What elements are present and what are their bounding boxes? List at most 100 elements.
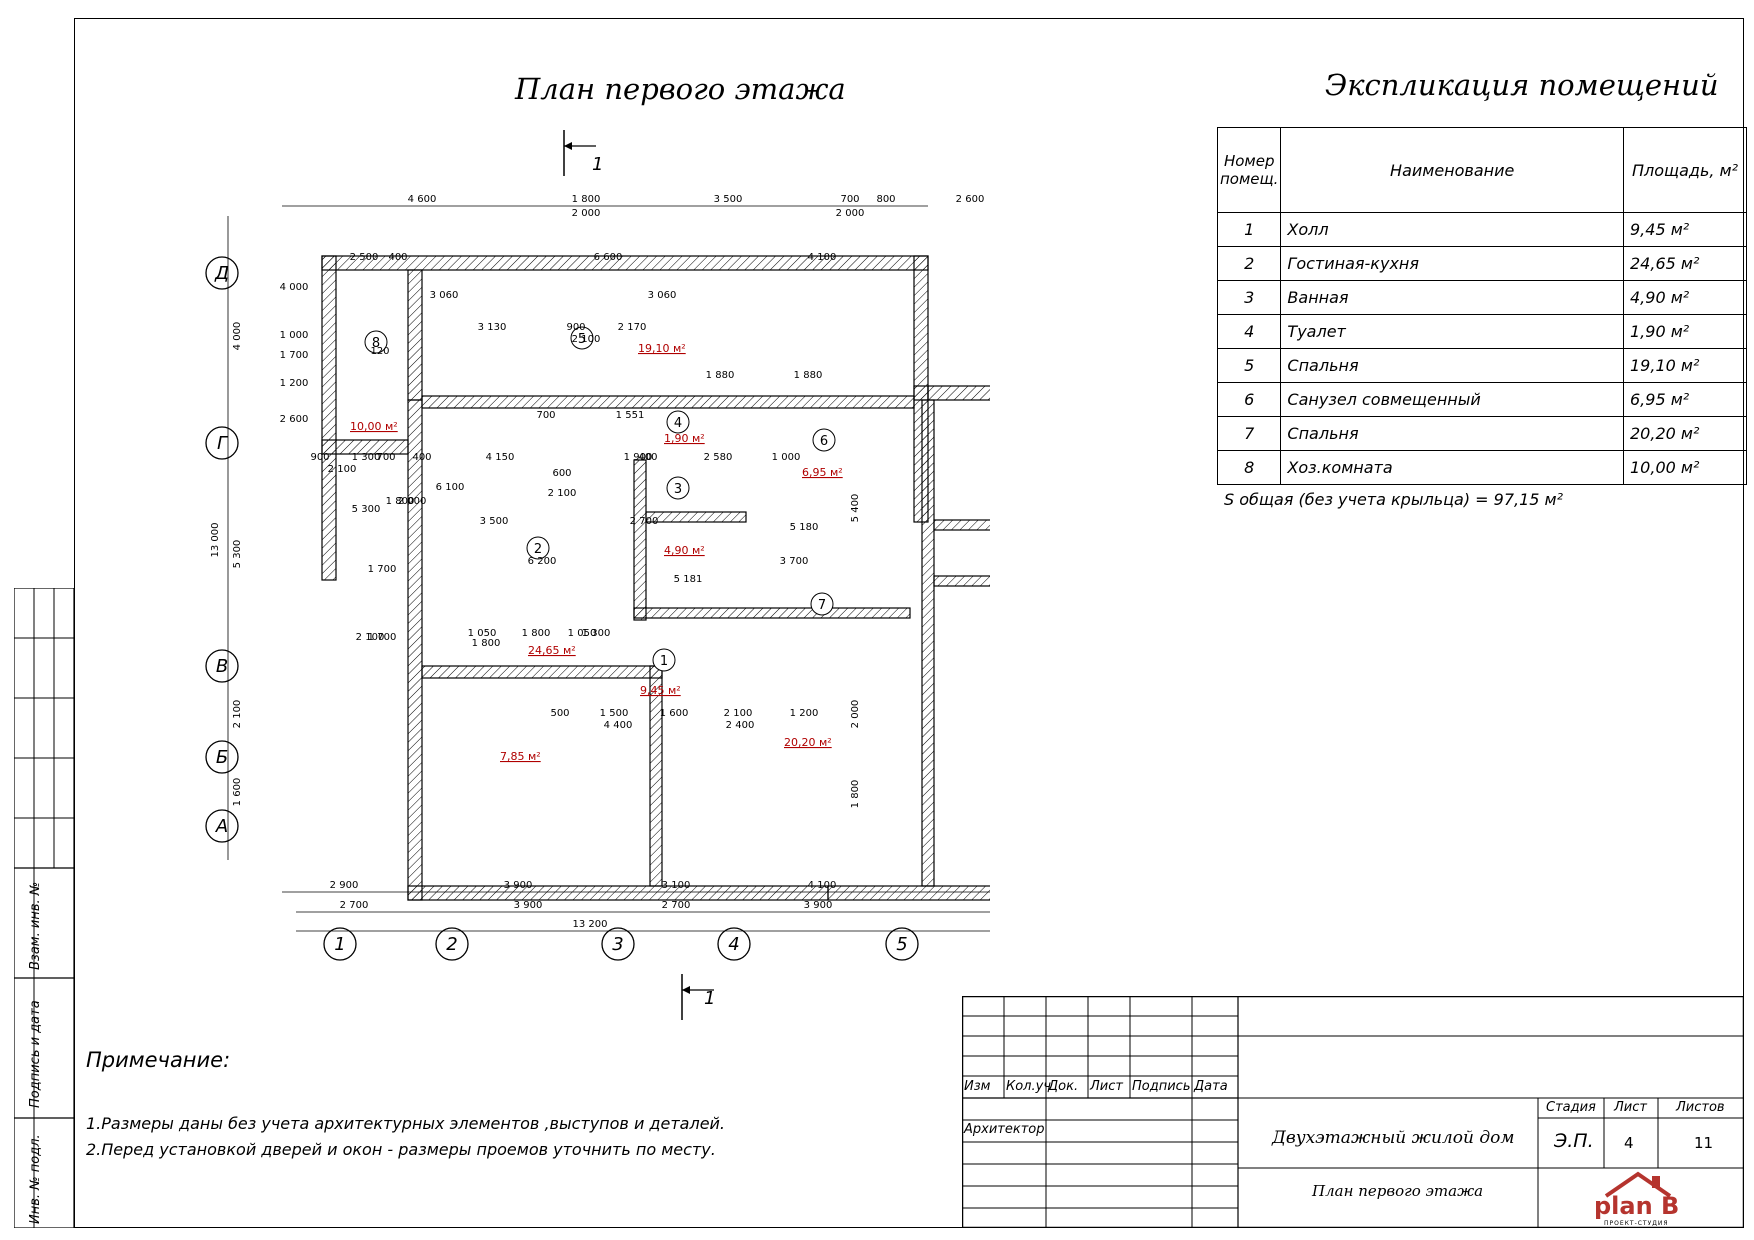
side-label-replace: Взам. инв. № <box>28 881 43 970</box>
left-total-dimension: 13 000 <box>210 523 221 558</box>
room-marker: 2 <box>526 536 550 560</box>
section-mark-top: 1 <box>563 130 603 176</box>
bottom-total-dimension: 13 200 <box>573 919 608 930</box>
inner-dimension: 3 130 <box>478 322 507 333</box>
logo-text: plan B <box>1594 1192 1680 1220</box>
inner-dimension: 1 300 <box>582 628 611 639</box>
studio-logo: plan B ПРОЕКТ-СТУДИЯ <box>1592 1168 1684 1228</box>
svg-text:Б: Б <box>216 747 228 768</box>
inner-dimension: 1 200 <box>790 708 819 719</box>
axis-marker-letter: Д <box>205 256 239 290</box>
plan-title: План первого этажа <box>515 72 846 106</box>
svg-text:1: 1 <box>334 934 345 955</box>
explication-cell-area: 6,95 м² <box>1623 382 1747 417</box>
room-marker: 5 <box>570 326 594 350</box>
total-area: S общая (без учета крыльца) = 97,15 м² <box>1224 490 1564 509</box>
tb-sheet: 4 <box>1624 1134 1634 1152</box>
tb-sheet-label: Лист <box>1614 1100 1647 1115</box>
explication-cell-name: Спальня <box>1280 348 1624 383</box>
side-stamp: Взам. инв. № Подпись и дата Инв. № подл. <box>14 588 74 1228</box>
inner-dimension: 500 <box>550 708 569 719</box>
room-marker: 3 <box>666 476 690 500</box>
axis-marker-letter: В <box>205 649 239 683</box>
inner-dimension: 4 000 <box>280 282 309 293</box>
explication-cell-name: Холл <box>1280 212 1624 247</box>
axis-marker-letter: Б <box>205 740 239 774</box>
axis-marker-number: 1 <box>323 927 357 961</box>
svg-text:3: 3 <box>674 482 682 497</box>
inner-dimension: 2 100 <box>548 488 577 499</box>
inner-dimension: 1 300 <box>352 452 381 463</box>
inner-dimension: 5 180 <box>790 522 819 533</box>
header-number: Номер помещ. <box>1216 127 1282 213</box>
axis-marker-number: 5 <box>885 927 919 961</box>
inner-dimension: 4 100 <box>808 252 837 263</box>
notes-heading: Примечание: <box>86 1048 231 1072</box>
svg-text:7: 7 <box>818 598 826 613</box>
inner-dimension: 1 900 <box>624 452 653 463</box>
tb-col-label: Изм <box>964 1079 991 1094</box>
inner-dimension: 900 <box>310 452 329 463</box>
inner-dimension: 3 060 <box>430 290 459 301</box>
inner-dimension: 1 050 <box>468 628 497 639</box>
inner-dimension: 3 700 <box>780 556 809 567</box>
inner-dimension: 400 <box>388 252 407 263</box>
inner-dimension: 1 500 <box>600 708 629 719</box>
explication-cell-n: 7 <box>1216 416 1282 451</box>
tb-sheets-label: Листов <box>1676 1100 1725 1115</box>
inner-dimension: 1 800 <box>522 628 551 639</box>
right-dimension: 5 400 <box>850 494 861 523</box>
bottom-dimension: 4 100 <box>808 880 837 891</box>
walls <box>321 255 990 901</box>
inner-dimension: 1 800 <box>386 496 415 507</box>
explication-header-row: Номер помещ. Наименование Площадь, м² <box>1216 127 1747 213</box>
tb-col-label: Подпись <box>1132 1079 1191 1094</box>
inner-dimension: 1 700 <box>280 350 309 361</box>
tb-col-label: Дата <box>1194 1079 1228 1094</box>
axis-marker-number: 3 <box>601 927 635 961</box>
explication-cell-name: Хоз.комната <box>1280 450 1624 485</box>
top-dimension: 3 500 <box>714 194 743 205</box>
left-dimension: 1 600 <box>232 778 243 807</box>
top-dimension: 800 <box>876 194 895 205</box>
axis-markers: Д Г В Б А 1 2 3 4 5 <box>205 256 919 961</box>
explication-cell-area: 4,90 м² <box>1623 280 1747 315</box>
inner-dimension: 6 200 <box>528 556 557 567</box>
inner-dimension: 1 700 <box>368 632 397 643</box>
svg-text:А: А <box>215 816 228 837</box>
explication-cell-name: Спальня <box>1280 416 1624 451</box>
explication-cell-name: Гостиная-кухня <box>1280 246 1624 281</box>
porch-area-label: 7,85 м² <box>500 750 541 763</box>
inner-dimension: 700 <box>376 452 395 463</box>
room-area-label: 4,90 м² <box>664 544 705 557</box>
inner-dimension: 1 600 <box>660 708 689 719</box>
tb-role: Архитектор <box>964 1122 1045 1137</box>
inner-dimension: 600 <box>552 468 571 479</box>
inner-dimension: 4 150 <box>486 452 515 463</box>
inner-dimension: 1 880 <box>794 370 823 381</box>
top-dimension-2: 2 000 <box>572 208 601 219</box>
tb-sheets: 11 <box>1694 1134 1714 1152</box>
inner-dimension: 120 <box>370 346 389 357</box>
note-1: 1.Размеры даны без учета архитектурных э… <box>86 1114 726 1133</box>
svg-text:Д: Д <box>214 263 229 284</box>
inner-dimension: 1 000 <box>280 330 309 341</box>
axis-marker-letter: А <box>205 809 239 843</box>
svg-text:Г: Г <box>217 433 229 454</box>
inner-dimension: 2 000 <box>398 496 427 507</box>
svg-text:8: 8 <box>372 336 380 351</box>
bottom-dimension-2: 2 700 <box>340 900 369 911</box>
axis-marker-number: 4 <box>717 927 751 961</box>
tb-col-label: Кол.уч <box>1006 1079 1051 1094</box>
svg-text:4: 4 <box>728 934 739 955</box>
bottom-dimension-2: 3 900 <box>804 900 833 911</box>
logo-subtext: ПРОЕКТ-СТУДИЯ <box>1604 1220 1669 1227</box>
top-dimension-2: 2 000 <box>836 208 865 219</box>
tb-col-label: Док. <box>1048 1079 1079 1094</box>
inner-dimension: 5 181 <box>674 574 703 585</box>
